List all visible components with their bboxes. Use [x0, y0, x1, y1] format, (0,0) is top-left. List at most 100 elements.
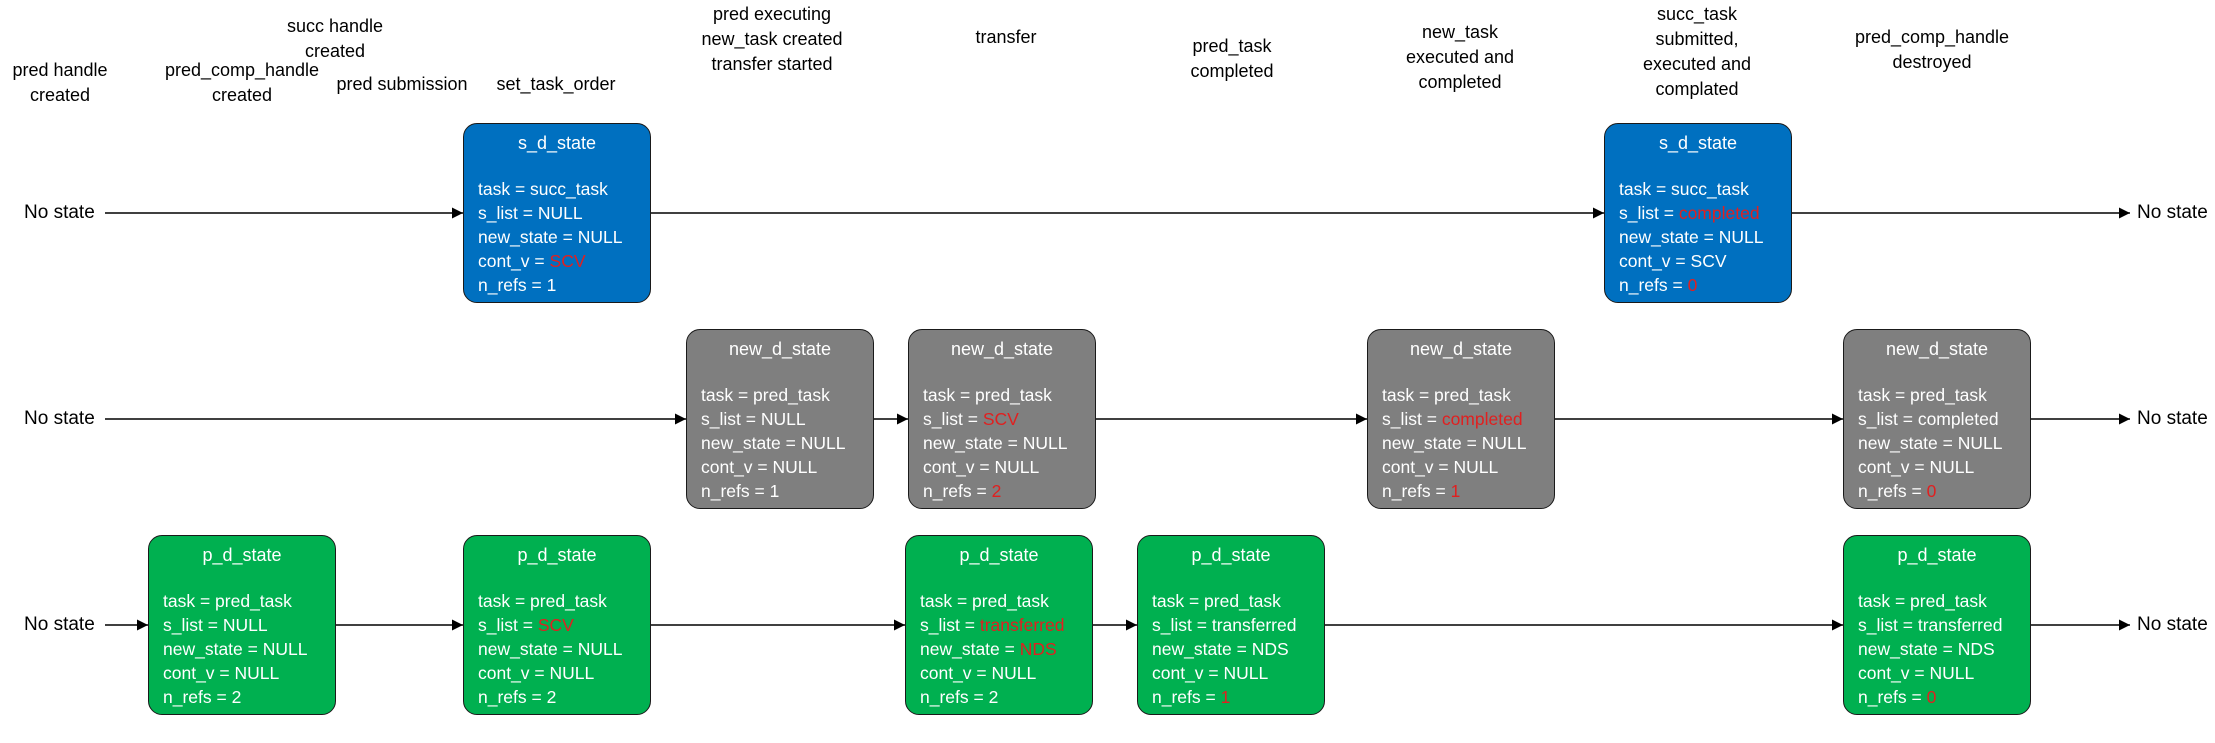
field-label: cont_v = [701, 457, 773, 477]
field-label: cont_v = [163, 663, 235, 683]
field-label: s_list = [1619, 203, 1679, 223]
node-title: new_d_state [1885, 339, 1989, 359]
phase-label-6: pred executing new_task created transfer… [701, 4, 843, 74]
field-value: NULL [549, 663, 595, 683]
node-field: new_state = NULL [1858, 431, 2026, 455]
field-label: new_state = [923, 433, 1023, 453]
field-value: NULL [577, 639, 623, 659]
node-field: new_state = NULL [923, 431, 1091, 455]
field-label: task = [478, 179, 531, 199]
phase-label-9: new_task executed and completed [1405, 22, 1515, 92]
node-field: n_refs = 0 [1619, 273, 1787, 297]
field-value: NULL [772, 457, 818, 477]
node-field: s_list = transferred [920, 613, 1088, 637]
field-label: s_list = [163, 615, 223, 635]
field-value: pred_task [753, 385, 830, 405]
node-field: task = pred_task [1382, 383, 1550, 407]
field-label: task = [923, 385, 976, 405]
node-field: cont_v = NULL [478, 661, 646, 685]
node-field: new_state = NULL [478, 637, 646, 661]
node-title: new_d_state [1409, 339, 1513, 359]
node-field: s_list = completed [1382, 407, 1550, 431]
field-label: new_state = [1152, 639, 1252, 659]
field-value: pred_task [1204, 591, 1281, 611]
node-title: p_d_state [517, 545, 597, 565]
field-value: 0 [1926, 687, 1937, 707]
node-field: cont_v = SCV [478, 249, 646, 273]
field-value: succ_task [1671, 179, 1749, 199]
field-label: cont_v = [478, 663, 550, 683]
p_d_state-start-label: No state [24, 614, 95, 635]
field-label: new_state = [1619, 227, 1719, 247]
field-value: pred_task [972, 591, 1049, 611]
field-label: cont_v = [1858, 457, 1930, 477]
field-label: n_refs = [1858, 687, 1927, 707]
node-field: n_refs = 2 [920, 685, 1088, 709]
node-field: new_state = NULL [163, 637, 331, 661]
field-value: SCV [537, 615, 574, 635]
field-label: s_list = [701, 409, 761, 429]
field-value: 2 [991, 481, 1002, 501]
field-label: cont_v = [1382, 457, 1454, 477]
field-label: cont_v = [1619, 251, 1691, 271]
node-field: task = pred_task [923, 383, 1091, 407]
node-field: new_state = NULL [701, 431, 869, 455]
field-label: s_list = [923, 409, 983, 429]
phase-label-8: pred_task completed [1190, 36, 1274, 81]
node-field: n_refs = 1 [1152, 685, 1320, 709]
field-label: n_refs = [1382, 481, 1451, 501]
field-label: new_state = [478, 227, 578, 247]
node-field: n_refs = 1 [478, 273, 646, 297]
node-field: s_list = SCV [478, 613, 646, 637]
node-field: n_refs = 2 [923, 479, 1091, 503]
field-label: cont_v = [920, 663, 992, 683]
field-label: cont_v = [478, 251, 550, 271]
node-fields: task = succ_task s_list = completed new_st… [1619, 177, 1787, 297]
node-field: cont_v = SCV [1619, 249, 1787, 273]
node-field: s_list = transferred [1152, 613, 1320, 637]
node-field: task = pred_task [1858, 383, 2026, 407]
node-field: cont_v = NULL [163, 661, 331, 685]
phase-label-5: set_task_order [496, 74, 616, 94]
node-field: task = pred_task [1152, 589, 1320, 613]
field-label: task = [701, 385, 754, 405]
node-field: new_state = NDS [1152, 637, 1320, 661]
field-value: 1 [546, 275, 557, 295]
node-title: p_d_state [1191, 545, 1271, 565]
field-value: pred_task [215, 591, 292, 611]
field-value: NULL [577, 227, 623, 247]
field-value: pred_task [1910, 591, 1987, 611]
field-label: new_state = [1858, 433, 1958, 453]
field-label: task = [1619, 179, 1672, 199]
new_d_state-end-label: No state [2137, 408, 2208, 429]
field-label: new_state = [701, 433, 801, 453]
p_d_state-end-label: No state [2137, 614, 2208, 635]
field-label: s_list = [478, 615, 538, 635]
field-value: 0 [1687, 275, 1698, 295]
field-label: s_list = [920, 615, 980, 635]
node-title: s_d_state [1658, 133, 1738, 153]
node-field: new_state = NULL [478, 225, 646, 249]
field-value: transferred [979, 615, 1065, 635]
field-label: cont_v = [1152, 663, 1224, 683]
phase-label-7: transfer [975, 27, 1037, 47]
node-field: cont_v = NULL [1382, 455, 1550, 479]
node-field: cont_v = NULL [1152, 661, 1320, 685]
field-value: completed [1917, 409, 1999, 429]
field-value: completed [1678, 203, 1760, 223]
field-label: task = [163, 591, 216, 611]
node-title: new_d_state [728, 339, 832, 359]
field-label: cont_v = [1858, 663, 1930, 683]
field-label: n_refs = [163, 687, 232, 707]
field-label: task = [478, 591, 531, 611]
field-value: transferred [1917, 615, 2003, 635]
new_d_state-start-label: No state [24, 408, 95, 429]
node-field: task = pred_task [920, 589, 1088, 613]
